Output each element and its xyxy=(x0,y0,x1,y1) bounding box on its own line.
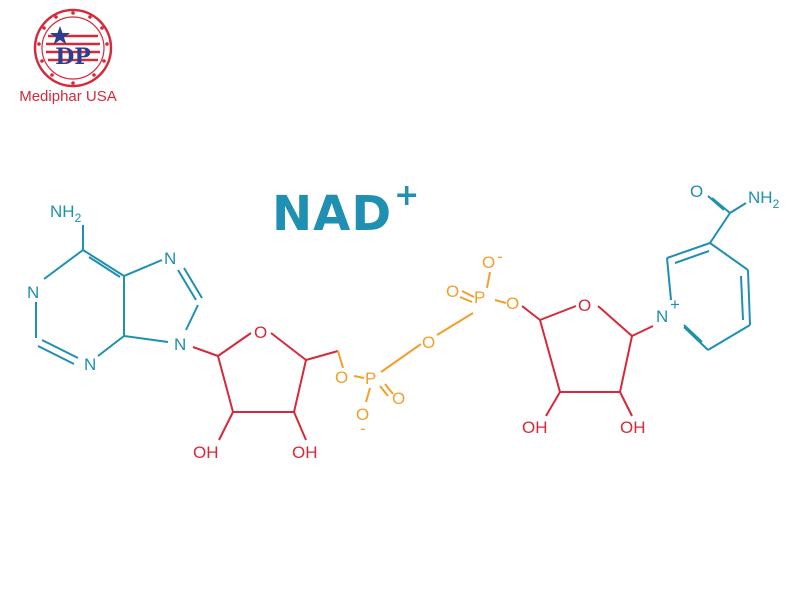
label-bridge-oxygen: O xyxy=(422,333,435,352)
label-amide-oxygen: O xyxy=(690,182,703,201)
label-phosphate2-anion-oxygen: O xyxy=(482,253,495,272)
label-ribose1-oxygen: O xyxy=(254,323,267,342)
phosphate-bonds xyxy=(337,271,507,403)
label-n9: N xyxy=(174,335,186,354)
label-nh2-adenine: NH2 xyxy=(50,202,82,225)
label-n3: N xyxy=(84,355,96,374)
label-oh-1: OH xyxy=(193,443,219,462)
label-minus-1: - xyxy=(360,419,366,438)
brand-name: Mediphar USA xyxy=(19,88,117,105)
label-n7: N xyxy=(164,249,176,268)
nicotinamide-bonds xyxy=(666,195,751,351)
title-charge: + xyxy=(394,178,421,213)
logo-monogram: DP xyxy=(55,44,91,70)
molecule-title: NAD+ xyxy=(272,178,420,242)
label-phosphate2-link-oxygen: O xyxy=(506,294,519,313)
ribose-2-bonds xyxy=(521,305,654,417)
label-phosphate1-double-oxygen: O xyxy=(392,389,405,408)
label-phosphate2-double-oxygen: O xyxy=(446,282,459,301)
label-n-plus: + xyxy=(670,295,680,314)
mediphar-logo-seal: DP xyxy=(33,8,113,88)
label-oh-3: OH xyxy=(522,418,548,437)
label-oh-4: OH xyxy=(620,418,646,437)
adenine-bonds xyxy=(35,225,203,365)
label-pyridinium-n: N xyxy=(656,307,668,326)
label-phosphate1-anion-oxygen: O xyxy=(356,405,369,424)
label-phosphate1-link-oxygen: O xyxy=(335,368,348,387)
label-phosphorus-1: P xyxy=(365,369,376,388)
label-ribose2-oxygen: O xyxy=(578,296,591,315)
title-text: NAD xyxy=(272,186,393,242)
label-oh-2: OH xyxy=(292,443,318,462)
label-n1: N xyxy=(27,283,39,302)
label-nh2-amide: NH2 xyxy=(748,188,780,211)
label-minus-2: - xyxy=(497,247,503,266)
ribose-1-bonds xyxy=(192,332,339,441)
label-phosphorus-2: P xyxy=(474,288,485,307)
